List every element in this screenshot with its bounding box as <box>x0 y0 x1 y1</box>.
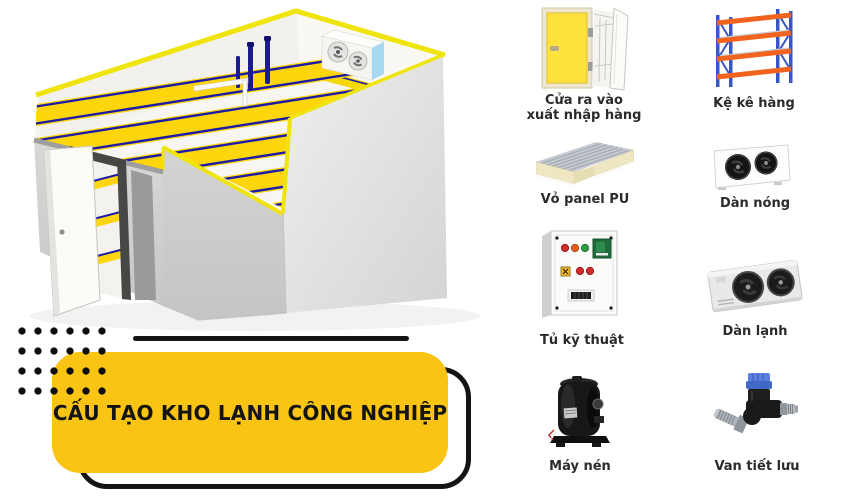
entry-door-thumbnail <box>538 6 630 96</box>
wall-cross-section <box>131 170 156 300</box>
open-door-leaf <box>43 145 101 317</box>
condenser-thumbnail <box>708 142 794 198</box>
pu-panel-label: Vỏ panel PU <box>540 192 630 207</box>
control-cabinet-label: Tủ kỹ thuật <box>539 333 624 348</box>
banner-top-line <box>133 336 409 341</box>
control-cabinet-illustration <box>542 230 618 318</box>
compressor-label: Máy nén <box>549 459 611 474</box>
control-cabinet-thumbnail <box>538 228 624 324</box>
evaporator-thumbnail <box>704 252 806 324</box>
door-handle <box>550 46 559 51</box>
white-pipe-rail <box>193 77 249 107</box>
compressor-thumbnail <box>546 374 614 454</box>
expansion-valve-illustration <box>713 373 798 434</box>
entry-door-label: Cửa ra vào xuất nhập hàng <box>526 93 642 124</box>
evaporator-illustration <box>707 259 803 313</box>
panel-rim <box>35 8 446 98</box>
expansion-valve-label: Van tiết lưu <box>714 459 800 474</box>
entry-door-illustration <box>541 7 629 91</box>
pallet-rack-illustration <box>716 9 793 87</box>
front-wall-lowered <box>163 147 286 320</box>
interior-cooler-unit <box>321 29 385 81</box>
dots-pattern <box>14 321 113 401</box>
cold-room-cutaway-illustration <box>30 4 480 331</box>
condenser-illustration <box>713 144 791 190</box>
expansion-valve-thumbnail <box>712 370 798 450</box>
page-title: CẤU TẠO KHO LẠNH CÔNG NGHIỆP <box>52 400 448 425</box>
pu-panel-thumbnail <box>535 142 635 194</box>
compressor-illustration <box>547 376 610 447</box>
threaded-stem <box>713 408 750 434</box>
front-wall-right <box>283 55 447 313</box>
condenser-label: Dàn nóng <box>719 196 791 211</box>
pu-panel-illustration <box>535 142 635 187</box>
evaporator-label: Dàn lạnh <box>722 324 788 339</box>
pallet-rack-label: Kệ kê hàng <box>713 96 795 111</box>
pallet-rack-thumbnail <box>710 5 798 95</box>
title-banner: CẤU TẠO KHO LẠNH CÔNG NGHIỆP <box>52 352 448 473</box>
